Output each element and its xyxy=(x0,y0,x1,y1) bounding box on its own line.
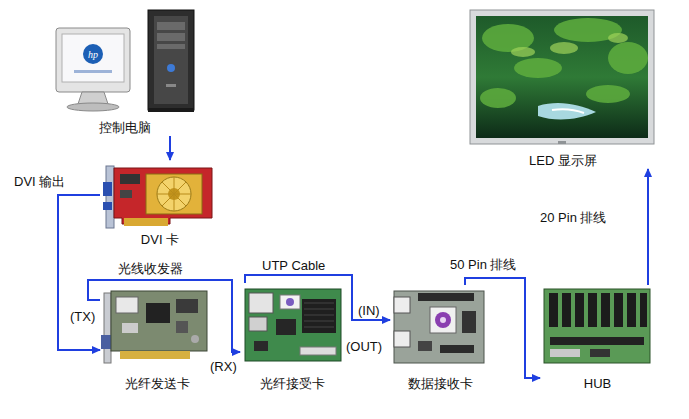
device-node: 光纤接受卡 xyxy=(240,283,345,392)
label-anchor: (OUT) xyxy=(346,337,382,355)
label-anchor: (RX) xyxy=(210,357,237,375)
label-anchor: 50 Pin 排线 xyxy=(450,255,516,273)
device-caption: DVI 卡 xyxy=(100,232,220,248)
dvi-card-picture xyxy=(100,160,220,232)
signal-label: 20 Pin 排线 xyxy=(540,210,606,225)
device-caption: 光纤发送卡 xyxy=(100,376,215,392)
signal-label: 50 Pin 排线 xyxy=(450,257,516,272)
device-node: DVI 卡 xyxy=(100,160,220,248)
cable-arrow xyxy=(169,136,171,160)
device-caption: 光纤接受卡 xyxy=(240,376,345,392)
svg-text:hp: hp xyxy=(88,49,98,60)
signal-label: (RX) xyxy=(210,359,237,374)
signal-label: UTP Cable xyxy=(262,258,325,273)
cable-arrow xyxy=(58,195,100,350)
signal-label: DVI 输出 xyxy=(14,174,65,189)
signal-label: (IN) xyxy=(358,303,380,318)
label-anchor: DVI 输出 xyxy=(14,172,65,190)
device-node: LED 显示屏 xyxy=(468,8,658,169)
signal-label: (OUT) xyxy=(346,339,382,354)
computer-picture: hp xyxy=(50,8,200,120)
label-anchor: 光线收发器 xyxy=(118,259,183,277)
hub-board-picture xyxy=(540,285,655,367)
data-receive-card-picture xyxy=(390,285,490,367)
device-node: HUB xyxy=(540,285,655,392)
device-caption: LED 显示屏 xyxy=(468,153,658,169)
label-anchor: (TX) xyxy=(70,307,95,325)
cable-arrow xyxy=(88,280,240,352)
fiber-receive-card-picture xyxy=(240,283,350,368)
signal-label: (TX) xyxy=(70,309,95,324)
label-anchor: UTP Cable xyxy=(262,256,325,274)
device-node: 光纤发送卡 xyxy=(100,283,215,392)
device-caption: 控制电脑 xyxy=(50,120,200,136)
device-node: 数据接收卡 xyxy=(390,285,490,392)
led-screen-picture xyxy=(468,8,658,146)
signal-label: 光线收发器 xyxy=(118,261,183,276)
device-caption: 数据接收卡 xyxy=(390,376,490,392)
fiber-send-card-picture xyxy=(100,283,215,368)
label-anchor: 20 Pin 排线 xyxy=(540,208,606,226)
cable-arrow xyxy=(647,169,649,285)
label-anchor: (IN) xyxy=(358,301,380,319)
device-caption: HUB xyxy=(540,376,655,392)
device-node: hp 控制电脑 xyxy=(50,8,200,136)
